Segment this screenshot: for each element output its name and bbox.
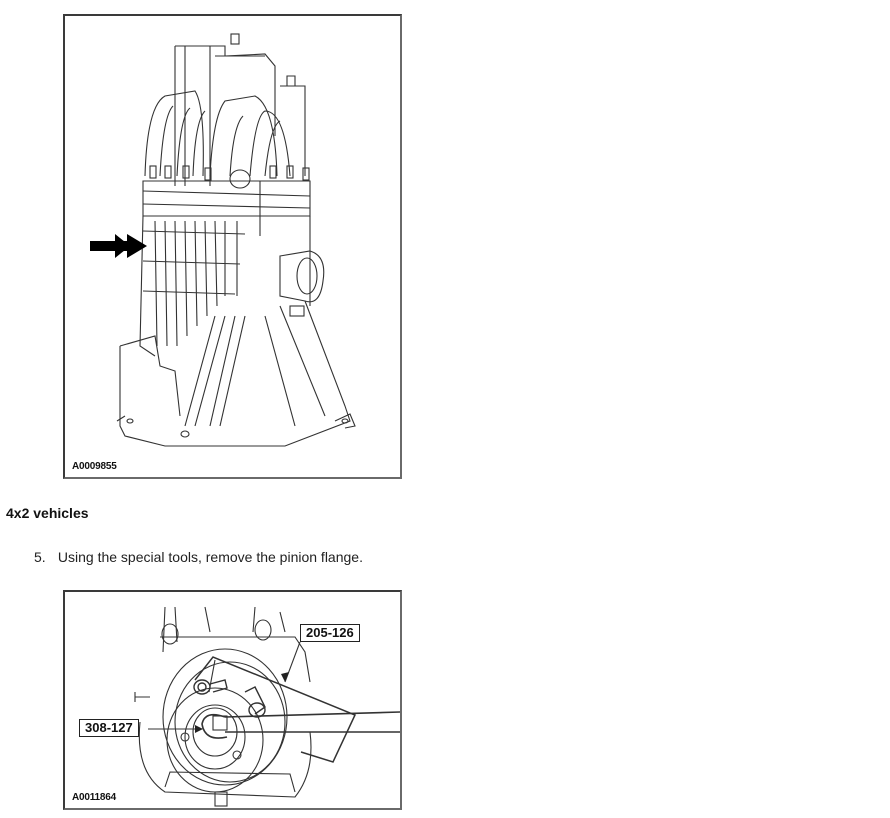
figure-id-label: A0009855 xyxy=(72,461,117,472)
tool-callout-205-126: 205-126 xyxy=(300,624,360,642)
procedure-step: 5. Using the special tools, remove the p… xyxy=(34,549,363,565)
section-heading: 4x2 vehicles xyxy=(6,505,89,521)
figure-pinion-flange-illustration: 205-126 308-127 A0011864 xyxy=(63,590,402,810)
housing-drawing xyxy=(90,33,356,447)
figure-id-label: A0011864 xyxy=(72,792,117,803)
step-number: 5. xyxy=(34,549,46,565)
tool-callout-308-127: 308-127 xyxy=(79,719,139,737)
figure-housing-illustration: A0009855 xyxy=(63,14,402,479)
arrow-right-icon xyxy=(90,234,147,258)
pinion-flange-drawing xyxy=(134,606,400,807)
step-text: Using the special tools, remove the pini… xyxy=(57,549,363,565)
